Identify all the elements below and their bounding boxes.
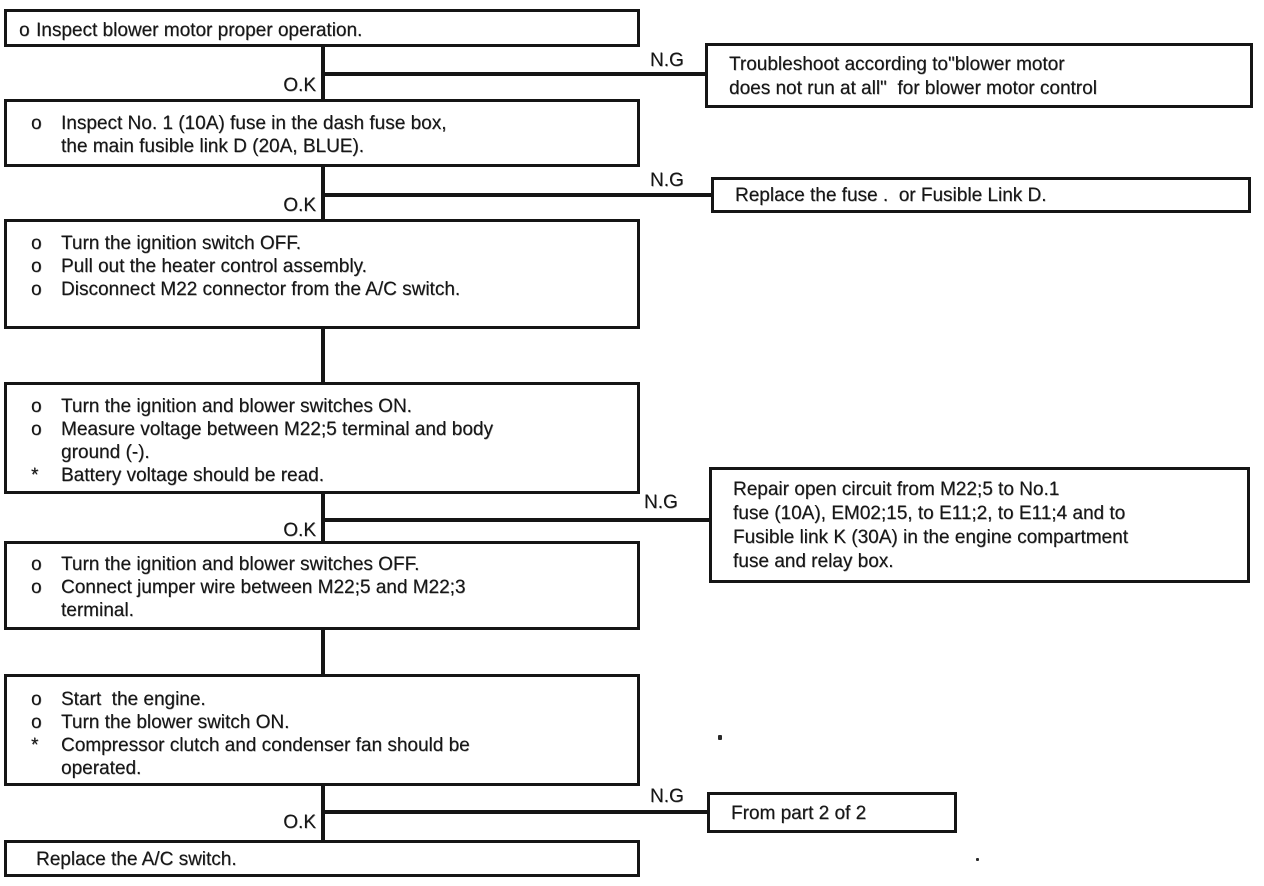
result-box-troubleshoot-blower-motor: Troubleshoot according to"blower motor d… [705, 43, 1253, 108]
ng-label: N.G [650, 786, 684, 807]
step-text: Compressor clutch and condenser fan shou… [61, 735, 470, 756]
connector-line [321, 494, 325, 541]
step-box-inspect-fuse: o Inspect No. 1 (10A) fuse in the dash f… [4, 99, 640, 167]
step-line: operated. [7, 757, 637, 780]
ok-label: O.K [283, 75, 316, 96]
bullet [31, 135, 61, 158]
step-line: * Compressor clutch and condenser fan sh… [7, 734, 637, 757]
connector-line [321, 630, 325, 674]
result-text: Troubleshoot according to"blower motor [729, 54, 1065, 75]
step-line: o Pull out the heater control assembly. [7, 255, 637, 278]
step-text: ground (-). [61, 442, 150, 463]
branch-line-ng-2 [323, 193, 711, 197]
branch-line-ng-4 [323, 810, 707, 814]
bullet: o [31, 689, 42, 710]
step-line: o Measure voltage between M22;5 terminal… [7, 418, 637, 441]
step-text: terminal. [61, 600, 134, 621]
ng-label: N.G [644, 492, 678, 513]
ok-label: O.K [283, 812, 316, 833]
step-text: Connect jumper wire between M22;5 and M2… [61, 577, 466, 598]
step-line: o Turn the ignition and blower switches … [7, 395, 637, 418]
step-line: o Inspect blower motor proper operation. [7, 19, 637, 42]
step-text: Turn the ignition switch OFF. [61, 233, 302, 254]
step-text: Disconnect M22 connector from the A/C sw… [61, 279, 461, 300]
step-text: Start the engine. [61, 689, 206, 710]
branch-line-ng-3 [323, 518, 709, 522]
step-text: the main fusible link D (20A, BLUE). [61, 136, 365, 157]
result-text: Replace the fuse . or Fusible Link D. [735, 185, 1047, 206]
bullet [31, 441, 61, 464]
step-line: * Battery voltage should be read. [7, 464, 637, 487]
step-line: o Connect jumper wire between M22;5 and … [7, 576, 637, 599]
step-line: o Inspect No. 1 (10A) fuse in the dash f… [7, 112, 637, 135]
step-line: the main fusible link D (20A, BLUE). [7, 135, 637, 158]
bullet: o [19, 20, 30, 41]
bullet: o [31, 577, 42, 598]
step-text: Turn the ignition and blower switches OF… [61, 554, 420, 575]
result-text: Repair open circuit from M22;5 to No.1 [733, 479, 1060, 500]
step-line: o Turn the ignition switch OFF. [7, 232, 637, 255]
ok-label: O.K [283, 520, 316, 541]
result-text: fuse and relay box. [733, 551, 894, 572]
step-box-replace-ac-switch: Replace the A/C switch. [4, 840, 640, 877]
step-text: Pull out the heater control assembly. [61, 256, 367, 277]
step-line: terminal. [7, 599, 637, 622]
step-text: Inspect No. 1 (10A) fuse in the dash fus… [61, 113, 447, 134]
step-box-measure-voltage: o Turn the ignition and blower switches … [4, 382, 640, 494]
bullet [31, 599, 61, 622]
step-text: Inspect blower motor proper operation. [36, 20, 363, 41]
result-text: From part 2 of 2 [731, 803, 867, 824]
connector-line [321, 329, 325, 382]
ng-label: N.G [650, 170, 684, 191]
bullet: o [31, 554, 42, 575]
step-text: Measure voltage between M22;5 terminal a… [61, 419, 493, 440]
step-line: o Start the engine. [7, 688, 637, 711]
step-line: Replace the A/C switch. [7, 848, 637, 871]
step-text: operated. [61, 758, 142, 779]
result-box-from-part-2: From part 2 of 2 [707, 792, 957, 833]
bullet: o [31, 256, 42, 277]
ok-label: O.K [283, 195, 316, 216]
step-box-inspect-blower-motor: o Inspect blower motor proper operation. [4, 9, 640, 47]
step-line: o Disconnect M22 connector from the A/C … [7, 278, 637, 301]
step-line: ground (-). [7, 441, 637, 464]
bullet [19, 848, 36, 871]
result-text: fuse (10A), EM02;15, to E11;2, to E11;4 … [733, 503, 1126, 524]
step-box-jumper-wire: o Turn the ignition and blower switches … [4, 541, 640, 630]
ng-label: N.G [650, 50, 684, 71]
step-text: Battery voltage should be read. [61, 465, 325, 486]
result-box-repair-open-circuit: Repair open circuit from M22;5 to No.1 f… [709, 467, 1250, 583]
bullet: * [31, 735, 39, 756]
branch-line-ng-1 [323, 72, 705, 76]
result-text: does not run at all" for blower motor co… [729, 78, 1097, 99]
step-text: Turn the ignition and blower switches ON… [61, 396, 412, 417]
bullet [31, 757, 61, 780]
step-line: o Turn the blower switch ON. [7, 711, 637, 734]
step-line: o Turn the ignition and blower switches … [7, 553, 637, 576]
step-box-disconnect-m22: o Turn the ignition switch OFF. o Pull o… [4, 219, 640, 329]
bullet: * [31, 465, 39, 486]
step-text: Turn the blower switch ON. [61, 712, 290, 733]
bullet: o [31, 279, 42, 300]
step-box-start-engine: o Start the engine. o Turn the blower sw… [4, 674, 640, 786]
bullet: o [31, 712, 42, 733]
bullet: o [31, 233, 42, 254]
bullet: o [31, 113, 42, 134]
scan-speckle [976, 858, 979, 861]
step-text: Replace the A/C switch. [36, 849, 237, 870]
bullet: o [31, 396, 42, 417]
result-text: Fusible link K (30A) in the engine compa… [733, 527, 1128, 548]
scan-speckle [718, 735, 722, 740]
result-box-replace-fuse: Replace the fuse . or Fusible Link D. [711, 177, 1251, 213]
bullet: o [31, 419, 42, 440]
